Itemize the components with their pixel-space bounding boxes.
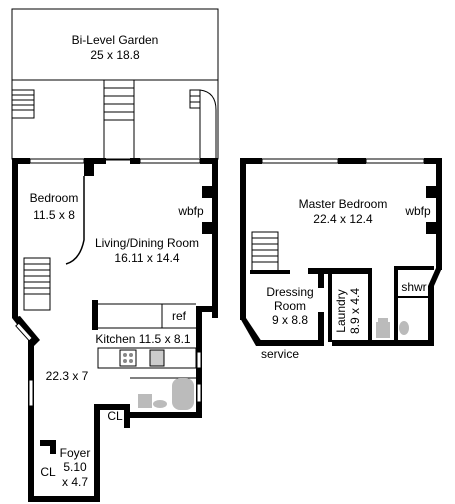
foyer-name: Foyer (60, 446, 91, 460)
hall-dims: 22.3 x 7 (46, 369, 89, 383)
living-room-name: Living/Dining Room (95, 236, 199, 250)
laundry-name: Laundry (334, 289, 348, 332)
laundry-dims: 8.9 x 4.4 (348, 288, 362, 334)
garden-stairs-center (103, 79, 135, 161)
service-label: service (261, 347, 299, 361)
shower-label: shwr (401, 280, 426, 294)
ref-label: ref (172, 309, 187, 323)
dressing-dims: 9 x 8.8 (272, 313, 308, 327)
master-stairs (251, 231, 279, 273)
living-room-dims: 16.11 x 14.4 (114, 251, 179, 265)
garden-name: Bi-Level Garden (72, 33, 159, 47)
bathroom-fixtures (130, 377, 196, 410)
bedroom-stairs (23, 257, 51, 311)
living-fireplace-label: wbfp (177, 204, 204, 218)
kitchen-label: Kitchen 11.5 x 8.1 (95, 332, 191, 346)
dressing-name-line2: Room (274, 299, 306, 313)
laundry-fixtures (376, 318, 409, 338)
garden-area: Bi-Level Garden 25 x 18.8 (11, 8, 219, 161)
master-fireplace-label: wbfp (404, 204, 431, 218)
right-unit-walls (240, 158, 442, 346)
bedroom-name: Bedroom (30, 191, 79, 205)
master-bedroom-name: Master Bedroom (299, 197, 388, 211)
closet-label-2: CL (40, 465, 56, 479)
kitchen-counter (97, 347, 197, 369)
bedroom-dims: 11.5 x 8 (33, 208, 75, 222)
master-bedroom-dims: 22.4 x 12.4 (313, 212, 373, 226)
garden-stairs-left (11, 89, 35, 119)
garden-stairs-right (189, 89, 217, 158)
dressing-name-line1: Dressing (266, 285, 313, 299)
closet-label-1: CL (107, 409, 123, 423)
foyer-dims-line1: 5.10 (63, 460, 87, 474)
garden-dims: 25 x 18.8 (90, 48, 140, 62)
left-unit-walls (12, 158, 218, 502)
foyer-dims-line2: x 4.7 (62, 475, 88, 489)
